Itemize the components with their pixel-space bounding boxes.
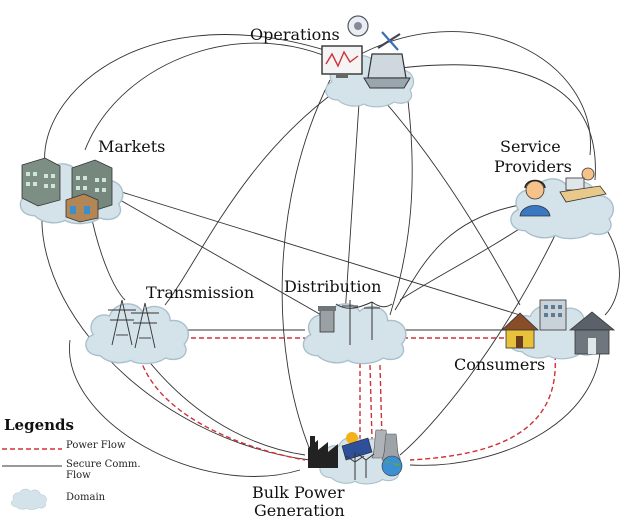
comm-line — [84, 42, 351, 151]
wind-turbine-icon — [345, 452, 375, 480]
tools-icon — [377, 31, 401, 51]
bulk-generation-icons — [308, 429, 403, 480]
headset-person-icon — [519, 179, 551, 217]
legend-domain-swatch — [11, 488, 47, 510]
apartment-icon — [539, 299, 567, 331]
desk-worker-icon — [559, 167, 607, 203]
legend-title: Legends — [4, 416, 74, 434]
house-icon — [500, 312, 540, 349]
legend — [2, 448, 62, 510]
cooling-tower-icon — [371, 429, 401, 461]
markets-label: Markets — [98, 137, 166, 156]
bulk-generation-label-line2: Generation — [254, 501, 345, 520]
power-line — [139, 357, 306, 461]
globe-icon — [381, 455, 403, 477]
service-providers-label-line2: Providers — [494, 157, 572, 176]
comm-line — [89, 209, 126, 301]
utility-pole-icon — [335, 300, 393, 345]
building-icon — [65, 193, 99, 223]
distribution-label: Distribution — [284, 277, 382, 296]
factory-icon — [308, 436, 338, 468]
comm-line — [349, 31, 591, 156]
transmission-tower-icon — [108, 299, 159, 349]
distribution-icons — [318, 300, 393, 345]
laptop-icon — [363, 53, 411, 89]
power-flow-lines — [139, 337, 556, 461]
comm-line — [394, 204, 521, 311]
comm-line — [164, 87, 341, 306]
power-line — [369, 364, 373, 441]
building-icon — [21, 157, 61, 207]
consumers-label: Consumers — [454, 355, 546, 374]
transmission-label: Transmission — [146, 283, 255, 302]
power-line — [379, 364, 383, 441]
comm-line — [139, 349, 306, 456]
solar-icon — [341, 432, 373, 461]
comm-line — [344, 87, 361, 316]
gear-icon — [347, 15, 369, 37]
legend-power-flow-label: Power Flow — [66, 440, 126, 451]
comm-line — [599, 219, 620, 316]
markets-icons — [21, 157, 113, 223]
operations-label: Operations — [250, 25, 340, 44]
comm-line — [119, 199, 331, 321]
service-providers-icons — [519, 167, 607, 217]
house-icon — [568, 311, 616, 355]
legend-comm-flow-label-line2: Flow — [66, 470, 91, 481]
legend-domain-label: Domain — [66, 492, 106, 503]
comm-line — [399, 64, 596, 181]
comm-line — [389, 77, 413, 316]
operations-icons — [321, 15, 411, 89]
monitor-icon — [321, 45, 363, 78]
comm-line — [281, 79, 331, 451]
service-providers-label-line1: Service — [500, 137, 561, 156]
comm-line — [399, 224, 561, 456]
consumers-icons — [500, 299, 616, 355]
substation-icon — [318, 306, 336, 333]
bulk-generation-label-line1: Bulk Power — [252, 483, 345, 502]
comm-line — [369, 84, 521, 306]
comm-line — [69, 339, 301, 477]
power-line — [409, 354, 556, 461]
comm-line — [114, 189, 521, 316]
legend-comm-flow-label-line1: Secure Comm. — [66, 459, 141, 470]
comm-line — [409, 329, 602, 466]
